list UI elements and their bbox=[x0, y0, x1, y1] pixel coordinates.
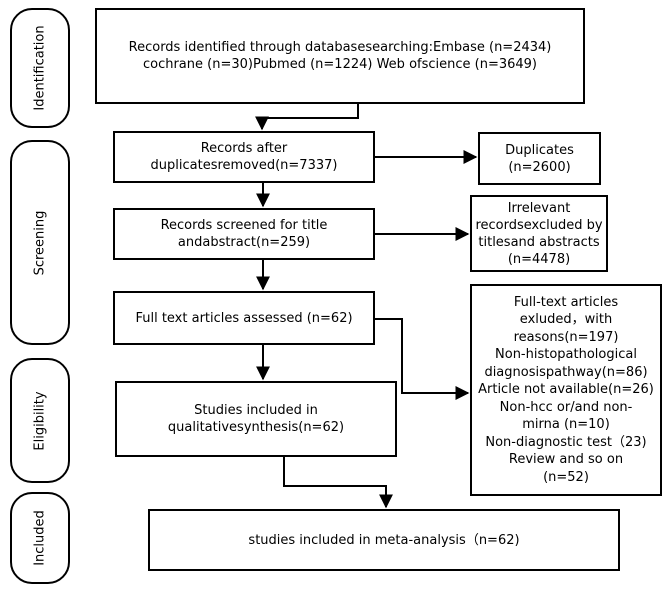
stage-screening: Screening bbox=[10, 140, 70, 345]
meta-analysis-box: studies included in meta-analysis（n=62) bbox=[148, 509, 620, 571]
records-after-duplicates-box: Records after duplicatesremoved(n=7337) bbox=[113, 131, 375, 183]
full-text-assessed-line-1: Full text articles assessed (n=62) bbox=[135, 310, 353, 326]
stage-eligibility: Eligibility bbox=[10, 358, 70, 483]
excluded-line-2: exluded，with bbox=[519, 312, 613, 328]
qualitative-synthesis-box: Studies included in qualitativesynthesis… bbox=[115, 381, 397, 457]
excluded-line-6: Article not available(n=26) bbox=[478, 382, 654, 398]
excluded-line-10: Review and so on bbox=[508, 452, 624, 468]
excluded-line-11: (n=52) bbox=[543, 469, 589, 485]
duplicates-line-1: Duplicates bbox=[505, 142, 574, 158]
records-screened-box: Records screened for title andabstract(n… bbox=[113, 208, 375, 260]
duplicates-box: Duplicates (n=2600) bbox=[478, 132, 601, 185]
records-identified-line-1: Records identified through databasesearc… bbox=[128, 40, 552, 55]
records-identified-box: Records identified through databasesearc… bbox=[95, 8, 585, 104]
irrelevant-line-4: (n=4478) bbox=[507, 251, 571, 267]
arrow-qualitative-to-meta bbox=[283, 457, 393, 509]
excluded-line-9: Non-diagnostic test（23) bbox=[485, 434, 647, 450]
irrelevant-line-2: recordsexcluded by bbox=[475, 217, 603, 233]
irrelevant-line-3: titlesand abstracts bbox=[478, 234, 600, 250]
excluded-line-1: Full-text articles bbox=[513, 294, 619, 310]
full-text-assessed-box: Full text articles assessed (n=62) bbox=[113, 291, 375, 345]
records-screened-line-2: andabstract(n=259) bbox=[177, 235, 311, 250]
full-text-excluded-box: Full-text articles exluded，with reasons(… bbox=[470, 284, 662, 496]
meta-analysis-line-1: studies included in meta-analysis（n=62) bbox=[248, 532, 520, 548]
excluded-line-3: reasons(n=197) bbox=[513, 329, 619, 345]
excluded-line-7: Non-hcc or/and non- bbox=[499, 399, 633, 415]
excluded-line-8: mirna (n=10) bbox=[522, 417, 610, 433]
excluded-line-5: diagnosispathway(n=86) bbox=[484, 364, 648, 380]
records-identified-line-2: cochrane (n=30)Pubmed (n=1224) Web ofsci… bbox=[142, 57, 538, 72]
records-screened-line-1: Records screened for title bbox=[160, 218, 328, 233]
irrelevant-records-box: Irrelevant recordsexcluded by titlesand … bbox=[470, 195, 608, 272]
irrelevant-line-1: Irrelevant bbox=[507, 200, 571, 216]
qualitative-line-2: qualitativesynthesis(n=62) bbox=[167, 420, 345, 435]
stage-identification: Identification bbox=[10, 8, 70, 128]
arrow-identified-to-after-duplicates bbox=[255, 104, 359, 131]
excluded-line-4: Non-histopathological bbox=[495, 347, 637, 363]
arrow-to-full-text-excluded bbox=[375, 318, 470, 400]
qualitative-line-1: Studies included in bbox=[194, 403, 318, 418]
duplicates-line-2: (n=2600) bbox=[508, 159, 571, 175]
records-after-duplicates-line-1: Records after bbox=[200, 141, 288, 156]
stage-included: Included bbox=[10, 492, 70, 584]
records-after-duplicates-line-2: duplicatesremoved(n=7337) bbox=[150, 158, 338, 173]
